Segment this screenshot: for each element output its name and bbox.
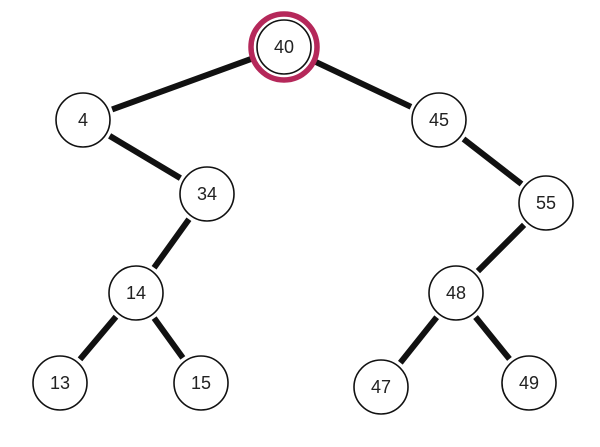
tree-node-34: 34 xyxy=(179,166,235,222)
node-label: 4 xyxy=(78,110,88,130)
node-label: 49 xyxy=(519,373,539,393)
tree-node-14: 14 xyxy=(108,265,164,321)
edge-45-55 xyxy=(461,136,524,187)
tree-node-49: 49 xyxy=(501,355,557,411)
highlight-ring xyxy=(248,11,320,83)
tree-node-48: 48 xyxy=(428,265,484,321)
node-circle xyxy=(108,265,164,321)
node-circle xyxy=(256,19,312,75)
nodes-layer: 40 4 45 34 55 14 48 13 15 47 49 xyxy=(32,11,574,415)
node-circle xyxy=(428,265,484,321)
edge-14-13 xyxy=(77,314,119,362)
node-circle xyxy=(179,166,235,222)
tree-node-55: 55 xyxy=(518,175,574,231)
node-label: 45 xyxy=(429,110,449,130)
node-circle xyxy=(501,355,557,411)
node-label: 55 xyxy=(536,193,556,213)
node-circle xyxy=(411,92,467,148)
tree-node-4: 4 xyxy=(55,92,111,148)
node-circle xyxy=(32,355,88,411)
edge-55-48 xyxy=(475,222,527,274)
edge-40-4 xyxy=(111,54,256,113)
node-label: 13 xyxy=(50,373,70,393)
node-label: 47 xyxy=(371,377,391,397)
edge-48-47 xyxy=(397,315,440,365)
node-label: 48 xyxy=(446,283,466,303)
edge-14-15 xyxy=(151,316,186,360)
edge-40-45 xyxy=(310,57,413,110)
node-circle xyxy=(353,359,409,415)
node-label: 15 xyxy=(191,373,211,393)
tree-node-15: 15 xyxy=(173,355,229,411)
node-label: 34 xyxy=(197,184,217,204)
tree-node-45: 45 xyxy=(411,92,467,148)
tree-node-40: 40 xyxy=(248,11,320,83)
edge-4-34 xyxy=(108,133,182,181)
node-circle xyxy=(518,175,574,231)
node-label: 40 xyxy=(274,37,294,57)
edges-layer xyxy=(77,54,527,365)
node-label: 14 xyxy=(126,283,146,303)
tree-node-13: 13 xyxy=(32,355,88,411)
node-circle xyxy=(173,355,229,411)
edge-34-14 xyxy=(151,217,192,270)
tree-node-47: 47 xyxy=(353,359,409,415)
edge-48-49 xyxy=(473,315,512,361)
node-circle xyxy=(55,92,111,148)
